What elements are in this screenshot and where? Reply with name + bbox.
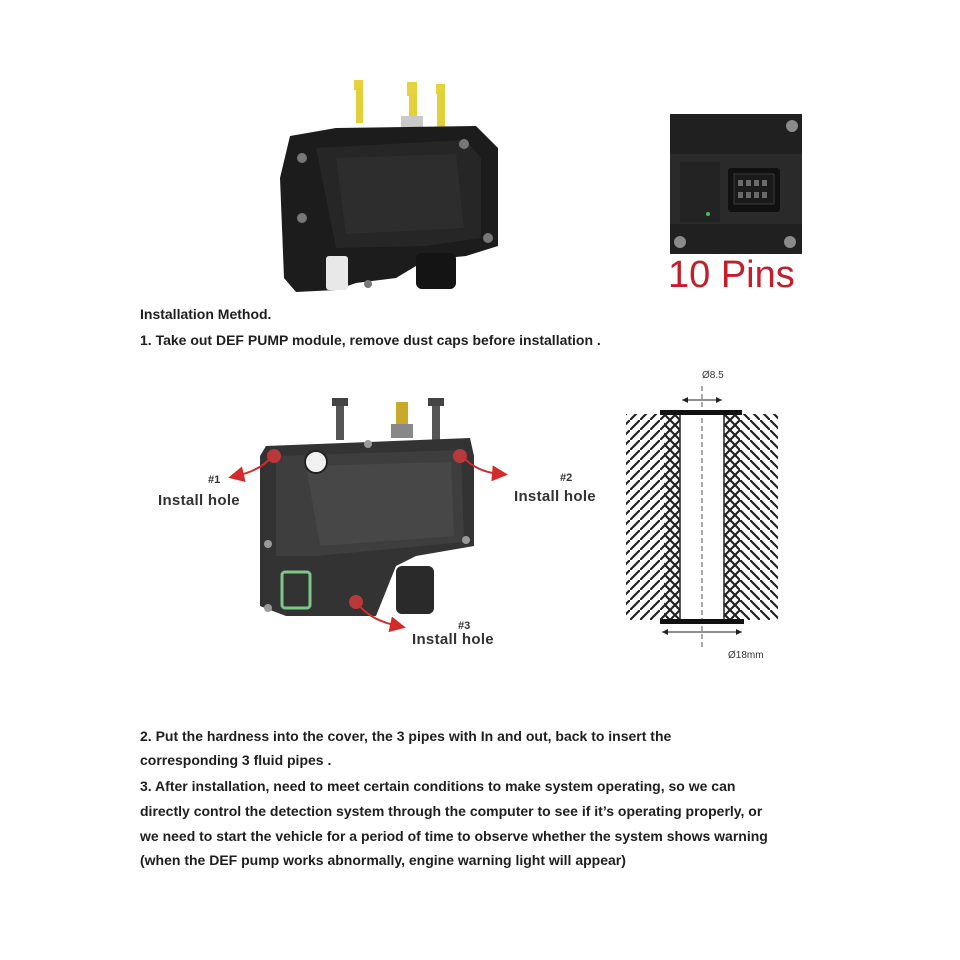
dim-outer-diameter: Ø18mm bbox=[728, 650, 764, 661]
hole-2-number: #2 bbox=[560, 472, 573, 484]
step-3-line-3: we need to start the vehicle for a perio… bbox=[140, 828, 768, 844]
step-3-line-4: (when the DEF pump works abnormally, eng… bbox=[140, 852, 626, 868]
hole-3-label: Install hole bbox=[412, 631, 494, 648]
step-3-line-1: 3. After installation, need to meet cert… bbox=[140, 778, 736, 794]
step-1-text: 1. Take out DEF PUMP module, remove dust… bbox=[140, 332, 601, 348]
hole-2-label: Install hole bbox=[514, 488, 596, 505]
hole-cross-section bbox=[626, 386, 778, 650]
def-pump-photo bbox=[280, 80, 498, 292]
step-2-line-2: corresponding 3 fluid pipes . bbox=[140, 752, 332, 768]
hole-3-number: #3 bbox=[458, 620, 471, 632]
dim-inner-diameter: Ø8.5 bbox=[702, 370, 724, 381]
pump-install-diagram bbox=[260, 398, 474, 616]
step-2-line-1: 2. Put the hardness into the cover, the … bbox=[140, 728, 672, 744]
hole-1-number: #1 bbox=[208, 474, 221, 486]
connector-closeup-photo bbox=[670, 114, 802, 254]
method-heading: Installation Method. bbox=[140, 306, 272, 322]
pin-count-label: 10 Pins bbox=[668, 254, 795, 296]
hole-1-label: Install hole bbox=[158, 492, 240, 509]
step-3-line-2: directly control the detection system th… bbox=[140, 803, 763, 819]
